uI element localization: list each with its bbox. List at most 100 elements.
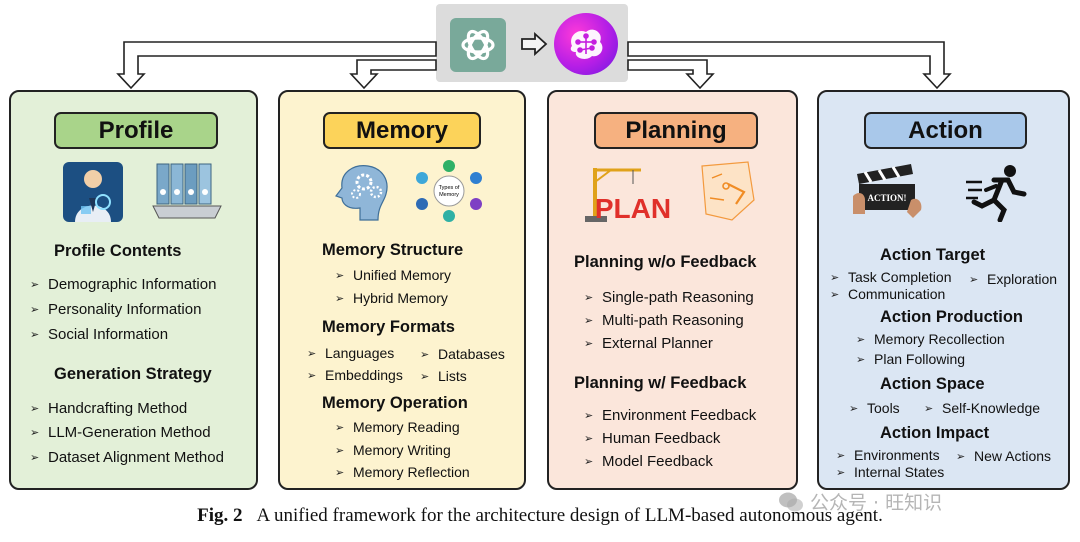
doctor-scan-icon <box>63 162 123 222</box>
generation-strategy-heading: Generation Strategy <box>54 365 212 383</box>
list-item: ➢Model Feedback <box>584 453 713 470</box>
memory-panel: Memory Types of Memory Memory Structure … <box>278 90 526 490</box>
bullet-arrow-icon: ➢ <box>335 466 345 479</box>
human-head-gears-icon <box>335 165 388 221</box>
list-item: ➢Dataset Alignment Method <box>30 449 224 466</box>
action-title: Action <box>864 112 1027 149</box>
profile-panel: Profile Profile Contents ➢Demographic In… <box>9 90 258 490</box>
flow-arrow-icon <box>521 32 548 56</box>
bullet-arrow-icon: ➢ <box>30 279 40 291</box>
action-production-heading: Action Production <box>880 308 1023 326</box>
bullet-arrow-icon: ➢ <box>30 427 40 439</box>
bullet-arrow-icon: ➢ <box>956 450 966 463</box>
bullet-arrow-icon: ➢ <box>849 402 859 415</box>
bullet-arrow-icon: ➢ <box>335 269 345 282</box>
bullet-arrow-icon: ➢ <box>584 456 594 468</box>
bullet-arrow-icon: ➢ <box>836 466 846 479</box>
list-item: ➢Internal States <box>836 464 945 480</box>
llm-banner <box>436 4 628 82</box>
bullet-arrow-icon: ➢ <box>420 370 430 383</box>
watermark: 公众号 · 旺知识 <box>778 488 942 515</box>
planning-with-feedback-heading: Planning w/ Feedback <box>574 374 747 392</box>
list-item: ➢Embeddings <box>307 367 403 383</box>
caption-text: A unified framework for the architecture… <box>256 505 883 526</box>
list-item: ➢LLM-Generation Method <box>30 424 211 441</box>
bullet-arrow-icon: ➢ <box>856 333 866 346</box>
list-item: ➢Languages <box>307 345 395 361</box>
list-item: ➢New Actions <box>956 448 1052 464</box>
caption-label: Fig. 2 <box>197 505 243 526</box>
memory-operation-heading: Memory Operation <box>322 394 468 412</box>
list-item: ➢Memory Reflection <box>335 464 470 480</box>
action-impact-heading: Action Impact <box>880 424 990 442</box>
action-space-heading: Action Space <box>880 375 985 393</box>
bullet-arrow-icon: ➢ <box>30 329 40 341</box>
list-item: ➢Memory Writing <box>335 442 451 458</box>
list-item: ➢Hybrid Memory <box>335 290 448 306</box>
connector-arrows <box>116 41 952 90</box>
bullet-arrow-icon: ➢ <box>30 403 40 415</box>
bullet-arrow-icon: ➢ <box>924 402 934 415</box>
list-item: ➢Social Information <box>30 326 169 343</box>
list-item: ➢Single-path Reasoning <box>584 289 754 306</box>
chatgpt-logo-icon <box>450 18 506 72</box>
bullet-arrow-icon: ➢ <box>335 421 345 434</box>
list-item: ➢Databases <box>420 346 505 362</box>
memory-diagram-label-bottom: Memory <box>439 192 459 198</box>
memory-formats-heading: Memory Formats <box>322 318 455 336</box>
list-item: ➢Environments <box>836 447 940 463</box>
bullet-arrow-icon: ➢ <box>584 338 594 350</box>
profile-title: Profile <box>54 112 218 149</box>
memory-title: Memory <box>323 112 481 149</box>
brain-network-icon <box>554 13 618 75</box>
list-item: ➢Handcrafting Method <box>30 400 188 417</box>
planning-title: Planning <box>594 112 758 149</box>
bullet-arrow-icon: ➢ <box>969 273 979 286</box>
bullet-arrow-icon: ➢ <box>307 347 317 360</box>
action-target-heading: Action Target <box>880 246 986 264</box>
bullet-arrow-icon: ➢ <box>30 304 40 316</box>
list-item: ➢Tools <box>849 400 900 416</box>
bullet-arrow-icon: ➢ <box>307 369 317 382</box>
clapper-text: ACTION! <box>867 193 906 203</box>
memory-types-diagram-icon: Types of Memory <box>416 160 482 222</box>
list-item: ➢Plan Following <box>856 351 966 367</box>
list-item: ➢Multi-path Reasoning <box>584 312 744 329</box>
list-item: ➢Communication <box>830 286 946 302</box>
binders-laptop-icon <box>152 163 222 219</box>
bullet-arrow-icon: ➢ <box>856 353 866 366</box>
bullet-arrow-icon: ➢ <box>584 410 594 422</box>
planning-panel: Planning PLAN Planning w/o Feedback ➢Sin… <box>547 90 798 490</box>
list-item: ➢Personality Information <box>30 301 202 318</box>
plan-word: PLAN <box>595 193 671 224</box>
bullet-arrow-icon: ➢ <box>584 292 594 304</box>
paper-plan-icon <box>701 161 755 221</box>
bullet-arrow-icon: ➢ <box>830 271 840 284</box>
action-panel: Action ACTION! Action Target ➢Task Compl… <box>817 90 1070 490</box>
bullet-arrow-icon: ➢ <box>335 444 345 457</box>
planning-without-feedback-heading: Planning w/o Feedback <box>574 253 757 271</box>
bullet-arrow-icon: ➢ <box>584 433 594 445</box>
figure-caption: Fig. 2 A unified framework for the archit… <box>0 505 1080 527</box>
bullet-arrow-icon: ➢ <box>30 452 40 464</box>
bullet-arrow-icon: ➢ <box>584 315 594 327</box>
list-item: ➢External Planner <box>584 335 713 352</box>
running-person-icon <box>966 165 1027 222</box>
list-item: ➢Human Feedback <box>584 430 721 447</box>
list-item: ➢Demographic Information <box>30 276 217 293</box>
clapperboard-icon: ACTION! <box>853 164 922 218</box>
bullet-arrow-icon: ➢ <box>830 288 840 301</box>
list-item: ➢Environment Feedback <box>584 407 757 424</box>
list-item: ➢Lists <box>420 368 467 384</box>
profile-contents-heading: Profile Contents <box>54 242 182 260</box>
bullet-arrow-icon: ➢ <box>335 292 345 305</box>
list-item: ➢Task Completion <box>830 269 952 285</box>
list-item: ➢Memory Reading <box>335 419 460 435</box>
list-item: ➢Self-Knowledge <box>924 400 1041 416</box>
list-item: ➢Memory Recollection <box>856 331 1005 347</box>
crane-plan-icon: PLAN <box>585 168 671 224</box>
list-item: ➢Unified Memory <box>335 267 452 283</box>
list-item: ➢Exploration <box>969 271 1058 287</box>
watermark-text: 公众号 · 旺知识 <box>810 492 943 514</box>
bullet-arrow-icon: ➢ <box>420 348 430 361</box>
